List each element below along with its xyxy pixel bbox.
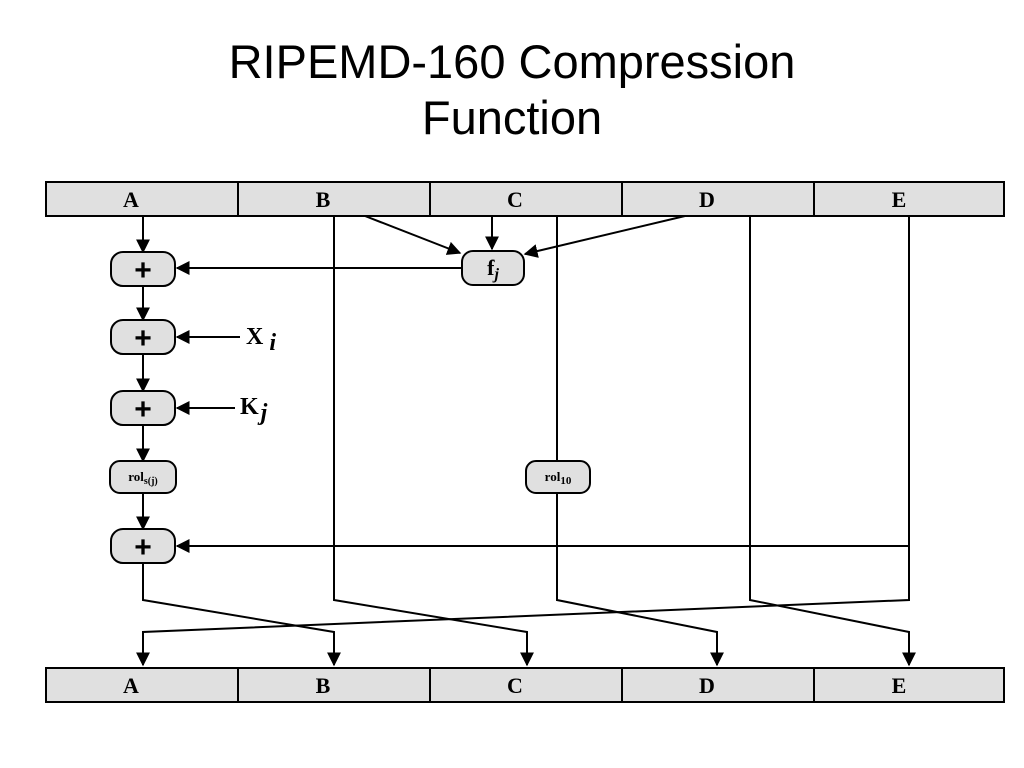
d-line-to-e-arrow bbox=[749, 216, 916, 667]
top-register-e-label: E bbox=[892, 187, 907, 212]
plus-icon: + bbox=[134, 254, 152, 287]
e-line-to-a-arrow bbox=[136, 546, 910, 667]
svg-text:rol10: rol10 bbox=[545, 469, 572, 487]
function-box: fj bbox=[461, 250, 525, 286]
message-word-subscript: i bbox=[269, 330, 276, 356]
top-register-b-label: B bbox=[316, 187, 331, 212]
svg-text:fj: fj bbox=[487, 255, 499, 283]
plus-icon: + bbox=[134, 531, 152, 564]
b-line-to-c-arrow bbox=[333, 216, 534, 667]
title-line-2: Function bbox=[421, 91, 603, 144]
constant-subscript: j bbox=[257, 400, 268, 426]
slide-title: RIPEMD-160 Compression Function bbox=[0, 34, 1024, 146]
top-register-c-label: C bbox=[507, 187, 523, 212]
bottom-register-c-label: C bbox=[507, 673, 523, 698]
adder-2: + bbox=[110, 319, 176, 355]
bottom-register-bar: A B C D E bbox=[45, 667, 1005, 703]
svg-text:Kj: Kj bbox=[240, 394, 268, 426]
rotate-fixed-label: rol bbox=[545, 469, 561, 484]
adder-3: + bbox=[110, 390, 176, 426]
bottom-register-e-label: E bbox=[892, 673, 907, 698]
rotate-fixed-box: rol10 bbox=[525, 460, 591, 494]
svg-text:Xi: Xi bbox=[246, 324, 276, 356]
plus-icon: + bbox=[134, 393, 152, 426]
rotate-variable-box: rols(j) bbox=[109, 460, 177, 494]
adder-1: + bbox=[110, 251, 176, 287]
title-line-1: RIPEMD-160 Compression bbox=[228, 35, 796, 88]
rotate-fixed-subscript: 10 bbox=[560, 475, 572, 487]
bottom-register-b-label: B bbox=[316, 673, 331, 698]
top-register-d-label: D bbox=[699, 187, 715, 212]
bottom-register-d-label: D bbox=[699, 673, 715, 698]
plus-icon: + bbox=[134, 322, 152, 355]
rotate-variable-label: rol bbox=[128, 469, 144, 484]
rol10-to-d-arrow bbox=[556, 493, 724, 667]
b-to-f-arrow bbox=[364, 215, 462, 255]
connection-lines bbox=[136, 215, 916, 667]
function-subscript: j bbox=[491, 266, 499, 283]
message-word-label: X bbox=[246, 324, 264, 350]
constant-label: K bbox=[240, 394, 259, 420]
svg-text:rols(j): rols(j) bbox=[128, 469, 158, 487]
bottom-register-a-label: A bbox=[123, 673, 139, 698]
rotate-variable-subscript: s(j) bbox=[144, 476, 158, 487]
top-register-bar: A B C D E bbox=[45, 181, 1005, 217]
adder-4: + bbox=[110, 528, 176, 564]
top-register-a-label: A bbox=[123, 187, 139, 212]
function-label: f bbox=[487, 255, 495, 280]
d-to-f-arrow bbox=[523, 215, 686, 258]
add4-to-b-arrow bbox=[142, 563, 341, 667]
